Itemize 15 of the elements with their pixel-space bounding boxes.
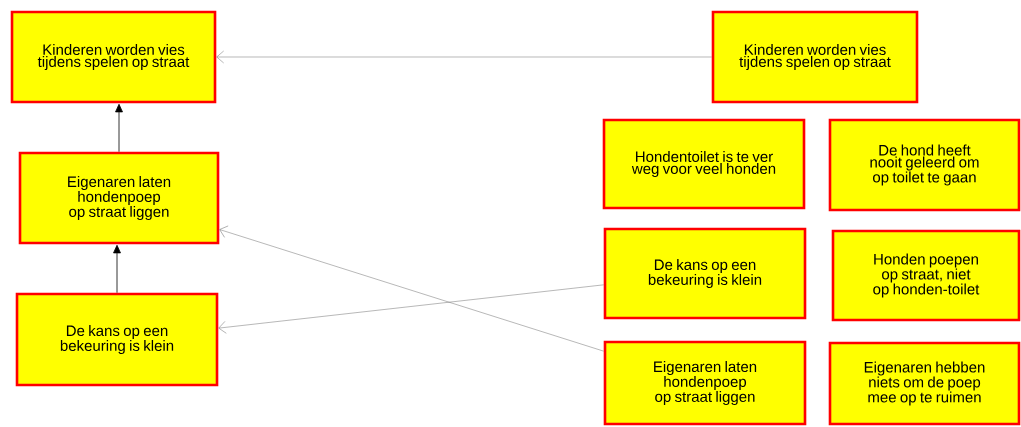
arrow <box>218 284 604 334</box>
cause-box: Eigenaren laten hondenpoep op straat liggen <box>603 340 807 426</box>
cause-box: Hondentoilet is te ver weg voor veel honden <box>602 118 806 210</box>
cause-box: Honden poepen op straat, niet op honden-toilet <box>831 229 1021 322</box>
arrow <box>216 50 712 64</box>
cause-box: Kinderen worden vies tijdens spelen op straat <box>10 10 217 104</box>
cause-box: Eigenaren hebben niets om de poep mee op te ruimen <box>828 341 1021 426</box>
cause-box: De kans op een bekeuring is klein <box>603 227 807 320</box>
cause-box: Eigenaren laten hondenpoep op straat liggen <box>18 151 220 245</box>
arrow <box>219 225 604 352</box>
arrow <box>113 244 121 294</box>
cause-box: Kinderen worden vies tijdens spelen op straat <box>711 10 919 104</box>
cause-box: De kans op een bekeuring is klein <box>15 292 219 387</box>
arrow <box>115 103 123 153</box>
cause-box: De hond heeft nooit geleerd om op toilet te gaan <box>828 118 1021 212</box>
